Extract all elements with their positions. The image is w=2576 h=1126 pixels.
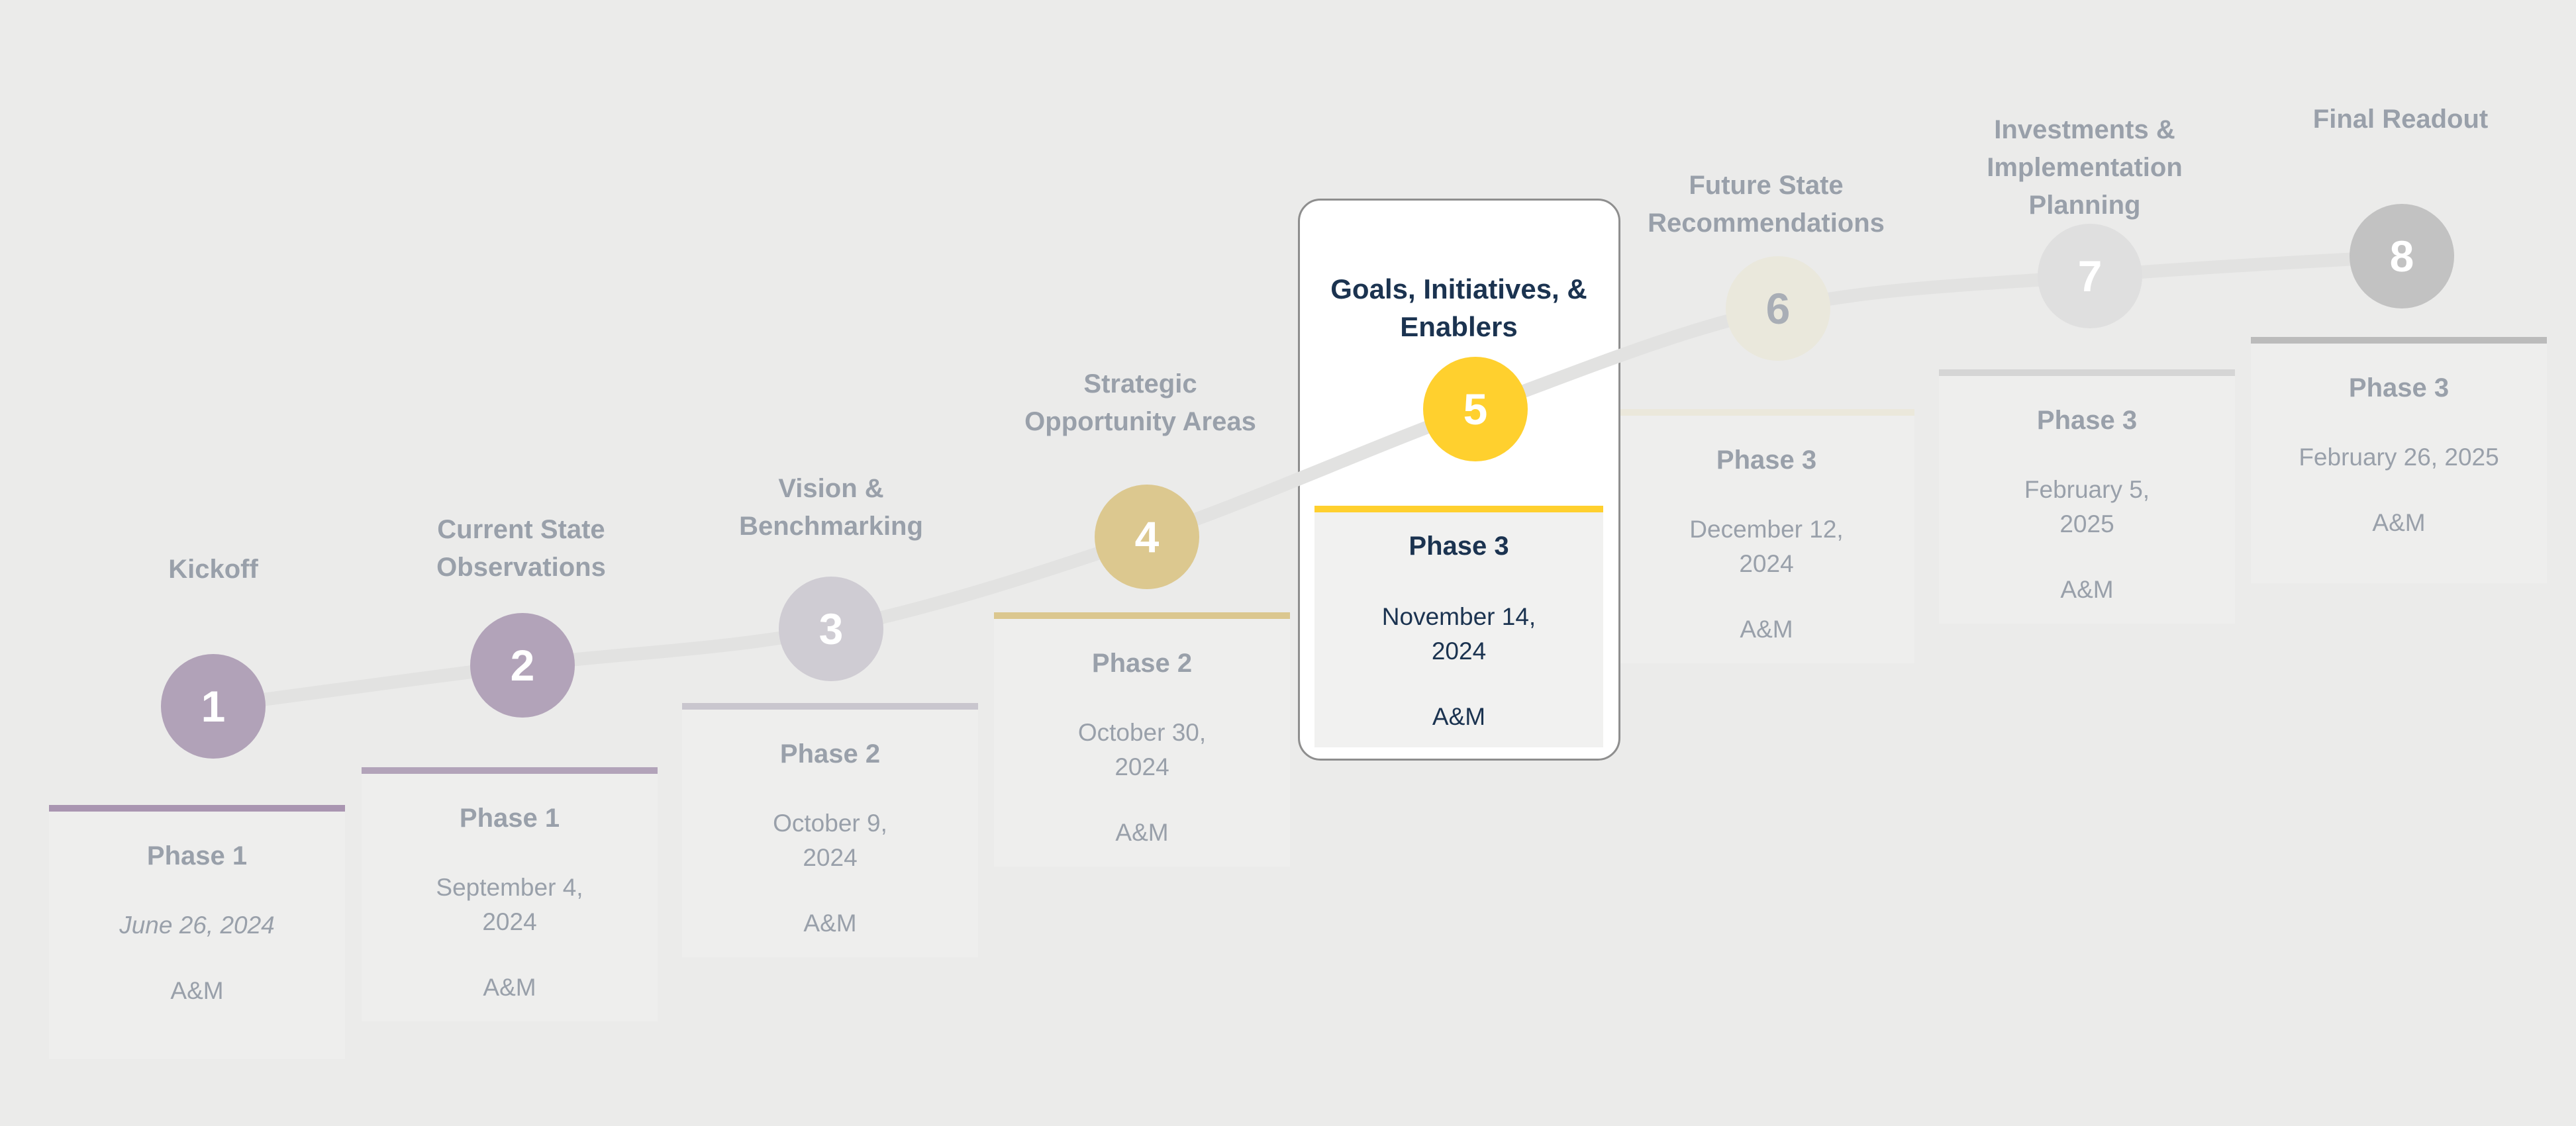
phase-label: Phase 1 — [459, 804, 560, 833]
phase-date: June 26, 2024 — [119, 912, 275, 939]
phase-label: Phase 3 — [2036, 406, 2138, 435]
step-circle: 5 — [1423, 357, 1528, 461]
phase-date: September 4, 2024 — [436, 874, 583, 935]
phase-date: October 9, 2024 — [773, 810, 887, 871]
phase-org: A&M — [483, 974, 536, 1001]
phase-date: February 26, 2025 — [2299, 444, 2499, 471]
phase-date: February 5, 2025 — [2024, 476, 2150, 538]
phase-label: Phase 3 — [2348, 373, 2450, 402]
phase-card: Phase 3 November 14, 2024 A&M — [1314, 506, 1603, 747]
step-circle: 2 — [470, 613, 575, 718]
phase-card: Phase 1 September 4, 2024 A&M — [362, 767, 658, 1021]
phase-date: November 14, 2024 — [1381, 603, 1536, 665]
phase-card: Phase 2 October 9, 2024 A&M — [682, 703, 978, 957]
step-circle: 6 — [1726, 256, 1830, 361]
phase-org: A&M — [170, 977, 224, 1004]
milestone-title: Investments & Implementation Planning — [1987, 115, 2183, 220]
phase-card: Phase 2 October 30, 2024 A&M — [994, 612, 1290, 867]
step-circle: 7 — [2038, 224, 2142, 328]
milestone-title: Vision & Benchmarking — [739, 474, 923, 541]
milestone-title: Current State Observations — [436, 515, 606, 582]
phase-label: Phase 2 — [779, 739, 881, 769]
step-number: 1 — [201, 682, 226, 731]
phase-card: Phase 3 December 12, 2024 A&M — [1618, 409, 1914, 663]
phase-card: Phase 3 February 26, 2025 A&M — [2251, 337, 2547, 583]
step-circle: 1 — [161, 654, 266, 759]
step-number: 5 — [1463, 385, 1488, 434]
step-number: 3 — [818, 604, 844, 653]
step-number: 6 — [1765, 284, 1791, 333]
milestone-title: Future State Recommendations — [1648, 171, 1885, 238]
step-circle: 3 — [779, 577, 883, 681]
milestone-title: Strategic Opportunity Areas — [1024, 369, 1256, 436]
phase-org: A&M — [2372, 509, 2426, 536]
step-number: 8 — [2389, 232, 2414, 281]
step-number: 2 — [510, 641, 535, 690]
phase-card: Phase 1 June 26, 2024 A&M — [49, 805, 345, 1059]
milestone-title: Kickoff — [168, 555, 258, 584]
phase-date: October 30, 2024 — [1077, 719, 1207, 780]
milestone-title: Goals, Initiatives, & Enablers — [1330, 273, 1587, 342]
phase-date: December 12, 2024 — [1689, 516, 1844, 577]
phase-org: A&M — [803, 910, 857, 937]
phase-label: Phase 3 — [1409, 532, 1509, 561]
step-circle: 4 — [1095, 485, 1199, 589]
phase-label: Phase 3 — [1716, 446, 1817, 475]
phase-org: A&M — [1432, 703, 1486, 730]
phase-label: Phase 1 — [146, 841, 248, 870]
milestone-title: Final Readout — [2312, 105, 2489, 134]
phase-label: Phase 2 — [1091, 649, 1193, 678]
phase-org: A&M — [2060, 576, 2114, 603]
phase-card: Phase 3 February 5, 2025 A&M — [1939, 369, 2235, 624]
phase-org: A&M — [1740, 616, 1793, 643]
step-number: 4 — [1134, 512, 1160, 561]
step-number: 7 — [2077, 252, 2103, 301]
step-circle: 8 — [2350, 204, 2454, 308]
phase-org: A&M — [1115, 819, 1169, 846]
